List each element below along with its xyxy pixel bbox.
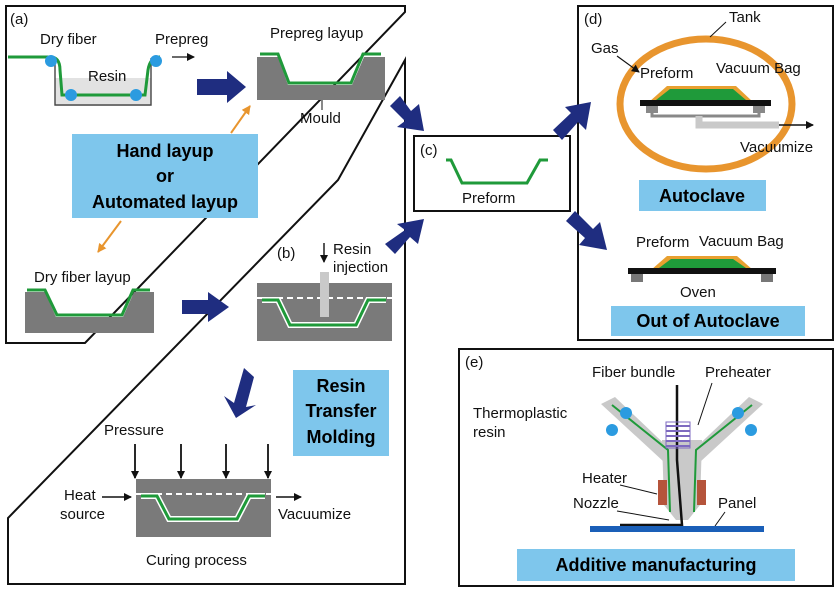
oven-label: Oven [680, 284, 716, 301]
preform-shape [446, 158, 548, 185]
heat-source-label-2: source [60, 506, 105, 523]
heater-leader [619, 484, 658, 495]
layup-callout-box [72, 134, 258, 218]
tank-label: Tank [729, 9, 761, 26]
vacuumize-label-b: Vacuumize [278, 506, 351, 523]
panel-label: Panel [718, 495, 756, 512]
resin-injection-label-1: Resin [333, 241, 371, 258]
arrow-bath-to-layup [197, 71, 246, 103]
arrow-c-to-oven [566, 211, 607, 250]
nozzle-label: Nozzle [573, 495, 619, 512]
rtm-callout-box [293, 370, 389, 456]
resin-injection-label-2: injection [333, 259, 388, 276]
callout-or: or [156, 166, 174, 186]
fiber-bundle-label: Fiber bundle [592, 364, 675, 381]
preheater-label: Preheater [705, 364, 771, 381]
callout-hand-layup: Hand layup [116, 141, 213, 161]
panel-e-tag: (e) [465, 354, 483, 371]
panel-d-tag: (d) [584, 11, 602, 28]
vacuumize-label-d: Vacuumize [740, 139, 813, 156]
panel-b-border [7, 56, 406, 585]
am-callout-box [517, 549, 795, 581]
arrow-b-to-c [385, 219, 424, 254]
orange-arrow-to-dry-fiber [97, 220, 122, 253]
curing-mould [136, 479, 271, 537]
vacuum-bag-label-d2: Vacuum Bag [699, 233, 784, 250]
out-of-autoclave-callout-box [611, 306, 805, 336]
orange-arrow-to-prepreg [230, 105, 251, 134]
curing-process-label: Curing process [146, 552, 247, 569]
dry-fiber-mould [25, 288, 154, 333]
gas-label: Gas [591, 40, 619, 57]
tank-leader [709, 21, 727, 38]
panel-d-border [577, 5, 834, 341]
nozzle-leader [616, 510, 670, 521]
panel-b-tag: (b) [277, 245, 295, 262]
mould-label: Mould [300, 110, 341, 127]
oven-layup [628, 256, 776, 282]
panel-c-border [413, 135, 571, 212]
prepreg-mould [257, 52, 385, 100]
prepreg-layup-label: Prepreg layup [270, 25, 363, 42]
panel-leader [714, 511, 726, 527]
arrow-dry-fiber-to-rtm [182, 292, 229, 322]
am-callout: Additive manufacturing [555, 555, 756, 575]
am-print-head [601, 385, 763, 527]
prepreg-label: Prepreg [155, 31, 208, 48]
autoclave-tank [616, 35, 796, 173]
build-panel [590, 526, 764, 532]
pressure-arrows [131, 444, 272, 479]
callout-resin: Resin [316, 376, 365, 396]
autoclave-callout-box [639, 180, 766, 211]
preform-label-d: Preform [640, 65, 693, 82]
arrow-c-to-autoclave [553, 102, 591, 140]
heat-source-label-1: Heat [64, 487, 97, 504]
preform-label-c: Preform [462, 190, 515, 207]
gas-arrow [616, 55, 640, 73]
rtm-mould [257, 272, 392, 341]
callout-transfer: Transfer [305, 401, 376, 421]
thermoplastic-label-2: resin [473, 424, 506, 441]
vacuum-bag-label-d: Vacuum Bag [716, 60, 801, 77]
dry-fiber-label: Dry fiber [40, 31, 97, 48]
callout-automated-layup: Automated layup [92, 192, 238, 212]
callout-molding: Molding [307, 427, 376, 447]
autoclave-layup [640, 86, 779, 129]
preform-label-d2: Preform [636, 234, 689, 251]
panel-c-tag: (c) [420, 142, 438, 159]
preheater-leader [697, 382, 713, 426]
heater-label: Heater [582, 470, 627, 487]
resin-label: Resin [88, 68, 126, 85]
panel-a-tag: (a) [10, 11, 28, 28]
thermoplastic-label-1: Thermoplastic [473, 405, 568, 422]
arrow-a-to-c [390, 96, 424, 131]
preheater-coil [665, 421, 691, 449]
dry-fiber-layup-label: Dry fiber layup [34, 269, 131, 286]
pressure-label: Pressure [104, 422, 164, 439]
autoclave-callout: Autoclave [659, 186, 745, 206]
resin-rollers [45, 55, 162, 101]
arrow-rtm-to-curing [224, 368, 256, 418]
panel-e-border [458, 348, 834, 587]
out-of-autoclave-callout: Out of Autoclave [636, 311, 779, 331]
